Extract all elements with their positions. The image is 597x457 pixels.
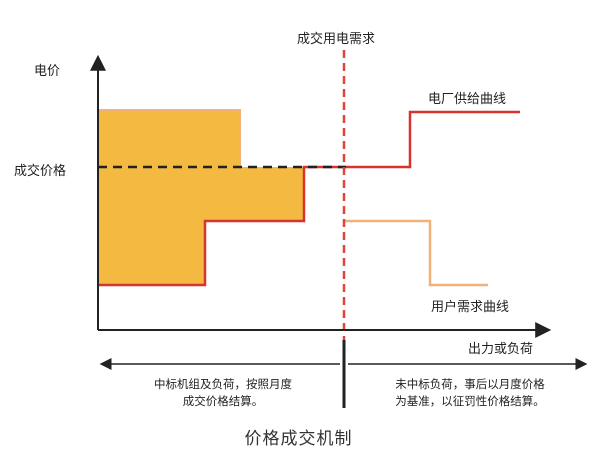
left-region-note: 中标机组及负荷，按照月度 成交价格结算。 — [108, 376, 338, 410]
left-note-line-1: 中标机组及负荷，按照月度 — [154, 377, 292, 391]
right-region-note: 未中标负荷，事后以月度价格 为基准，以征罚性价格结算。 — [352, 376, 588, 410]
x-axis-label: 出力或负荷 — [468, 342, 534, 357]
demand-curve — [344, 219, 488, 287]
right-note-line-2: 为基准，以征罚性价格结算。 — [395, 394, 545, 408]
settled-area-fill — [98, 110, 304, 285]
supply-curve-label: 电厂供给曲线 — [428, 92, 507, 107]
clearing-price-label: 成交价格 — [14, 164, 67, 179]
bid-upper-boundary — [98, 109, 241, 167]
top-title: 成交用电需求 — [297, 32, 376, 47]
supply-curve — [98, 110, 520, 287]
demand-curve-label: 用户需求曲线 — [431, 300, 510, 315]
right-note-line-1: 未中标负荷，事后以月度价格 — [395, 377, 545, 391]
diagram-caption: 价格成交机制 — [244, 429, 353, 449]
left-note-line-2: 成交价格结算。 — [182, 394, 264, 408]
y-axis-label: 电价 — [34, 64, 61, 79]
